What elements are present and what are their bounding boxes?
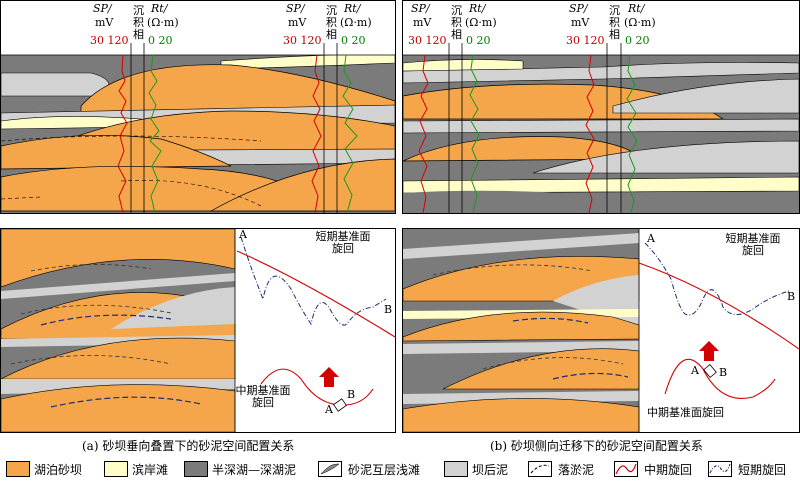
a-short-cycle-label: 短期基准面旋回	[315, 230, 371, 255]
a-log1-sp-unit: mV	[95, 16, 114, 29]
blue-dashdot-curve-icon	[708, 461, 732, 477]
a-log1-sp-scale: 30 120	[90, 34, 129, 47]
b-point-b-lower: B	[719, 366, 728, 379]
legend-item-lake-sand-bar: 湖泊砂坝	[6, 459, 104, 477]
b-point-b-upper: B	[787, 290, 796, 303]
b-log1-sp-unit: mV	[413, 16, 432, 29]
dark-gray-swatch-icon	[184, 461, 208, 477]
legend-label: 短期旋回	[738, 463, 787, 477]
b-log1-rt-unit: (Ω·m)	[465, 16, 497, 29]
b-point-a-upper: A	[647, 232, 655, 245]
b-log2-rt-scale: 0 20	[625, 34, 650, 47]
a-point-b-lower: B	[347, 388, 356, 401]
a-log1-rt-scale: 0 20	[148, 34, 173, 47]
b-mid-cycle-label: 中期基准面旋回	[647, 406, 724, 419]
panel-b-cross-section: SP/ mV 30 120 沉积相 Rt/ (Ω·m) 0 20 SP/ mV …	[402, 0, 800, 214]
lens-swatch-icon	[318, 461, 342, 477]
legend-item-back-bar-mud: 坝后泥	[444, 459, 524, 477]
a-log1-sp-title: SP/	[93, 2, 112, 15]
a-log2-sp-unit: mV	[288, 16, 307, 29]
legend-label: 滨岸滩	[132, 463, 169, 477]
panel-a-stacking-view: A B 短期基准面旋回 中期基准面旋回 A B	[0, 228, 396, 433]
panel-a-stacking-drawing	[1, 229, 395, 432]
legend-item-deep-lake-mud: 半深湖—深湖泥	[184, 459, 312, 477]
legend-item-drape-mud: 落淤泥	[528, 459, 610, 477]
orange-swatch-icon	[6, 461, 30, 477]
legend-label: 坝后泥	[472, 463, 509, 477]
light-gray-swatch-icon	[444, 461, 468, 477]
a-log2-sp-scale: 30 120	[283, 34, 322, 47]
legend-label: 半深湖—深湖泥	[212, 463, 297, 477]
legend-item-shore-beach: 滨岸滩	[104, 459, 184, 477]
b-log1-facies: 沉积相	[451, 4, 462, 41]
a-log2-rt-title: Rt/	[344, 2, 361, 15]
b-log2-facies: 沉积相	[609, 4, 620, 41]
a-log2-rt-scale: 0 20	[341, 34, 366, 47]
legend-label: 落淤泥	[558, 463, 595, 477]
panel-b-section-drawing	[403, 1, 799, 213]
legend-item-mid-cycle: 中期旋回	[614, 459, 704, 477]
b-log2-sp-title: SP/	[569, 2, 588, 15]
legend-label: 湖泊砂坝	[34, 463, 83, 477]
a-log1-rt-title: Rt/	[151, 2, 168, 15]
panel-a-section-drawing	[1, 1, 395, 213]
b-log1-rt-scale: 0 20	[466, 34, 491, 47]
b-log2-rt-title: Rt/	[628, 2, 645, 15]
b-log2-sp-scale: 30 120	[566, 34, 605, 47]
panel-b-migration-view: A B 短期基准面旋回 中期基准面旋回 A B	[402, 228, 800, 433]
legend-item-short-cycle: 短期旋回	[708, 459, 798, 477]
b-log2-rt-unit: (Ω·m)	[624, 16, 656, 29]
b-log1-sp-scale: 30 120	[408, 34, 447, 47]
a-point-a-upper: A	[239, 228, 247, 241]
a-point-b-upper: B	[384, 303, 393, 316]
a-log1-facies: 沉积相	[133, 4, 144, 41]
legend: 湖泊砂坝 滨岸滩 半深湖—深湖泥 砂泥互层浅滩 坝后泥 落淤泥 中期旋回	[0, 456, 800, 481]
yellow-swatch-icon	[104, 461, 128, 477]
a-log2-facies: 沉积相	[326, 4, 337, 41]
b-log2-sp-unit: mV	[571, 16, 590, 29]
panel-a-cross-section: SP/ mV 30 120 沉积相 Rt/ (Ω·m) 0 20 SP/ mV …	[0, 0, 396, 214]
panel-b-migration-drawing	[403, 229, 799, 432]
legend-item-sand-mud-shoal: 砂泥互层浅滩	[318, 459, 438, 477]
a-point-a-lower: A	[325, 403, 333, 416]
panel-b-caption: (b) 砂坝侧向迁移下的砂泥空间配置关系	[490, 439, 703, 453]
b-short-cycle-label: 短期基准面旋回	[725, 232, 781, 257]
b-log1-sp-title: SP/	[411, 2, 430, 15]
a-log2-sp-title: SP/	[286, 2, 305, 15]
panel-a-caption: (a) 砂坝垂向叠置下的砂泥空间配置关系	[82, 439, 295, 453]
legend-label: 中期旋回	[644, 463, 693, 477]
b-log1-rt-title: Rt/	[469, 2, 486, 15]
a-log2-rt-unit: (Ω·m)	[340, 16, 372, 29]
b-point-a-lower: A	[691, 364, 699, 377]
a-mid-cycle-label: 中期基准面旋回	[235, 384, 291, 409]
legend-label: 砂泥互层浅滩	[348, 463, 421, 477]
red-curve-icon	[614, 461, 638, 477]
dashed-line-icon	[528, 461, 552, 477]
a-log1-rt-unit: (Ω·m)	[147, 16, 179, 29]
